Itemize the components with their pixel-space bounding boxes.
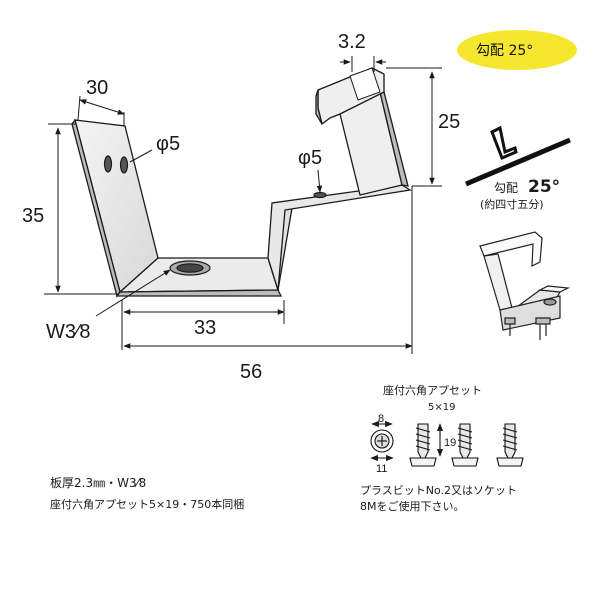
dim-thickness: 3.2 xyxy=(338,31,366,53)
screw-3 xyxy=(496,423,524,467)
slope-label: 勾配 xyxy=(494,181,518,195)
screw-head-dim: 8 xyxy=(378,413,384,425)
screw-2 xyxy=(451,423,479,467)
screw-1 xyxy=(409,423,444,467)
slope-angle: 25° xyxy=(528,177,560,197)
screw-note-1: プラスビットNo.2又はソケット xyxy=(360,484,517,497)
dim-hole-left: φ5 xyxy=(156,133,180,155)
badge-bg xyxy=(457,30,577,70)
badge-label: 勾配 25° xyxy=(476,43,533,59)
screw-set-illustration xyxy=(370,420,524,467)
dim-height-right: 25 xyxy=(438,111,460,133)
spec-line-2: 座付六角アプセット5×19・750本同梱 xyxy=(50,498,245,511)
slope-note: (約四寸五分) xyxy=(480,197,544,211)
dim-bolt-size: W3⁄8 xyxy=(46,321,90,343)
dim-overall-width: 56 xyxy=(240,361,262,383)
dim-top-width: 30 xyxy=(86,77,108,99)
screw-length-dim: 19 xyxy=(444,437,456,449)
dimension-lines xyxy=(44,56,442,354)
screw-set-title: 座付六角アプセット xyxy=(383,383,482,397)
bracket-holes xyxy=(103,155,327,276)
slope-badge: 勾配 25° xyxy=(457,30,577,70)
spec-line-1: 板厚2.3㎜・W3⁄8 xyxy=(50,476,147,490)
bracket-profile-icon xyxy=(490,125,518,160)
roof-slope-line xyxy=(465,137,571,187)
screw-set-size: 5×19 xyxy=(428,402,455,413)
screw-note-2: 8Mをご使用下さい。 xyxy=(360,499,465,513)
dim-height-left: 35 xyxy=(22,205,44,227)
installation-sketch xyxy=(479,231,571,340)
slope-inset: 勾配 25° (約四寸五分) xyxy=(465,125,571,211)
bracket-body xyxy=(71,67,412,298)
screw-washer-dim: 11 xyxy=(376,463,387,475)
dim-hole-right: φ5 xyxy=(298,147,322,169)
dim-inner-width: 33 xyxy=(194,317,216,339)
